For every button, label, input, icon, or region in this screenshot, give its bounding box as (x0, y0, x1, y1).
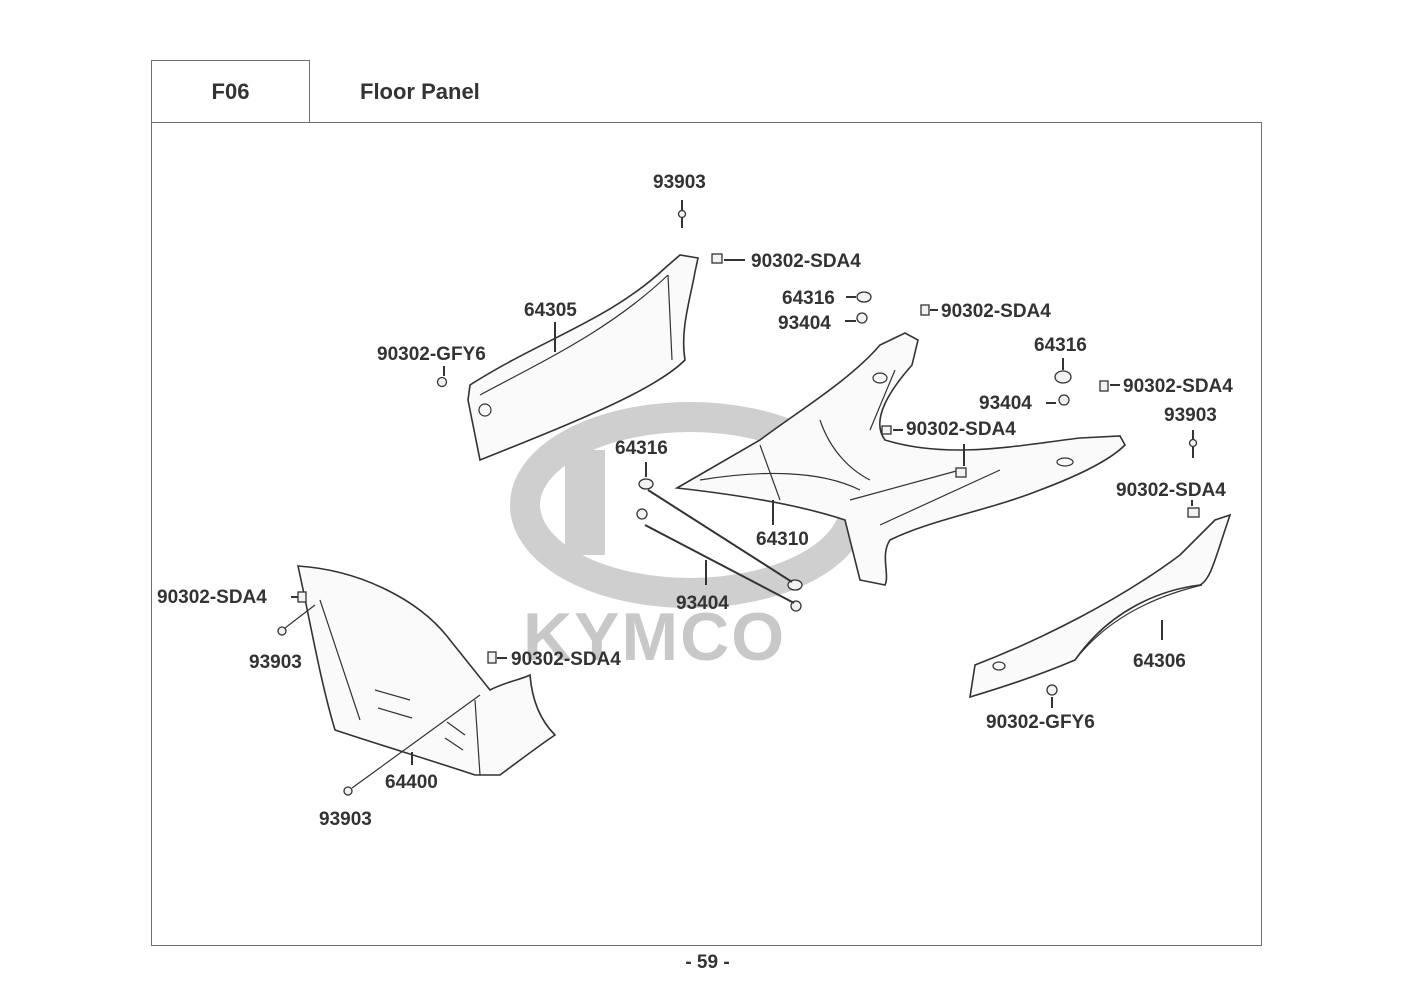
hardware-damper-64316-1 (856, 291, 872, 303)
callout-93404-1: 93404 (778, 313, 831, 334)
hardware-nut-90302-sda4-5 (955, 467, 967, 478)
hardware-bolt-90302-gfy6-left (436, 366, 448, 388)
part-64306-side-cover-right (969, 513, 1232, 699)
callout-90302-sda4-3: 90302-SDA4 (1123, 376, 1233, 397)
hardware-bolt-93404-1 (856, 312, 868, 324)
diagram-frame (151, 122, 1262, 946)
hardware-screw-93903-right (1188, 430, 1198, 458)
hardware-bolt-90302-gfy6-right (1046, 684, 1058, 696)
hardware-screw-93903-top (677, 200, 687, 228)
watermark-brand-text: KYMCO (523, 599, 786, 675)
hardware-nut-90302-sda4-8 (487, 651, 497, 664)
callout-64400: 64400 (385, 772, 438, 793)
callout-90302-sda4-7: 90302-SDA4 (511, 649, 621, 670)
part-64305-side-cover-left (467, 254, 699, 462)
hardware-nut-90302-sda4-6 (1187, 507, 1200, 518)
part-64310-floor-panel (674, 332, 1126, 586)
hardware-screw-93903-4 (343, 786, 353, 796)
callout-64306: 64306 (1133, 651, 1186, 672)
assembly-line-93903-3 (284, 604, 316, 629)
callout-90302-gfy6-right: 90302-GFY6 (986, 712, 1095, 733)
hardware-bolt-93404-2 (1058, 394, 1070, 406)
callout-64316-1: 64316 (782, 288, 835, 309)
callout-93903-right: 93903 (1164, 405, 1217, 426)
callout-93903-3: 93903 (249, 652, 302, 673)
callout-64305: 64305 (524, 300, 577, 321)
callout-90302-sda4-4: 90302-SDA4 (906, 419, 1016, 440)
hardware-nut-90302-sda4-7 (297, 591, 307, 603)
hardware-nut-90302-sda4-2 (920, 304, 930, 316)
section-title: Floor Panel (360, 78, 480, 104)
callout-64316-3: 64316 (615, 438, 668, 459)
callout-93404-2: 93404 (979, 393, 1032, 414)
callout-93903-4: 93903 (319, 809, 372, 830)
hardware-damper-64316-2 (1054, 370, 1072, 384)
callout-90302-gfy6-left: 90302-GFY6 (377, 344, 486, 365)
assembly-line-93903-4 (351, 694, 481, 789)
callout-93404-3: 93404 (676, 593, 729, 614)
page-number: - 59 - (685, 952, 730, 973)
leader-lines (291, 259, 1193, 765)
callout-90302-sda4-5: 90302-SDA4 (1116, 480, 1226, 501)
callout-64310: 64310 (756, 529, 809, 550)
section-code: F06 (151, 60, 310, 123)
callout-64316-2: 64316 (1034, 335, 1087, 356)
hardware-screw-93903-3 (277, 626, 287, 636)
hardware-nut-90302-sda4-1 (711, 253, 723, 264)
part-64400-front-lower-cover (296, 565, 557, 776)
callout-90302-sda4-1: 90302-SDA4 (751, 251, 861, 272)
assembly-line-93404 (644, 524, 795, 604)
assembly-line-64316 (647, 489, 793, 583)
hardware-bolt-93404-3 (636, 508, 648, 520)
hardware-nut-90302-sda4-4 (881, 425, 892, 435)
callout-90302-sda4-2: 90302-SDA4 (941, 301, 1051, 322)
watermark-logo-k-stem (565, 450, 605, 555)
hardware-nut-90302-sda4-3 (1099, 380, 1109, 392)
callout-93903-top: 93903 (653, 172, 706, 193)
hardware-damper-64316-3 (638, 478, 654, 490)
callout-90302-sda4-6: 90302-SDA4 (157, 587, 267, 608)
